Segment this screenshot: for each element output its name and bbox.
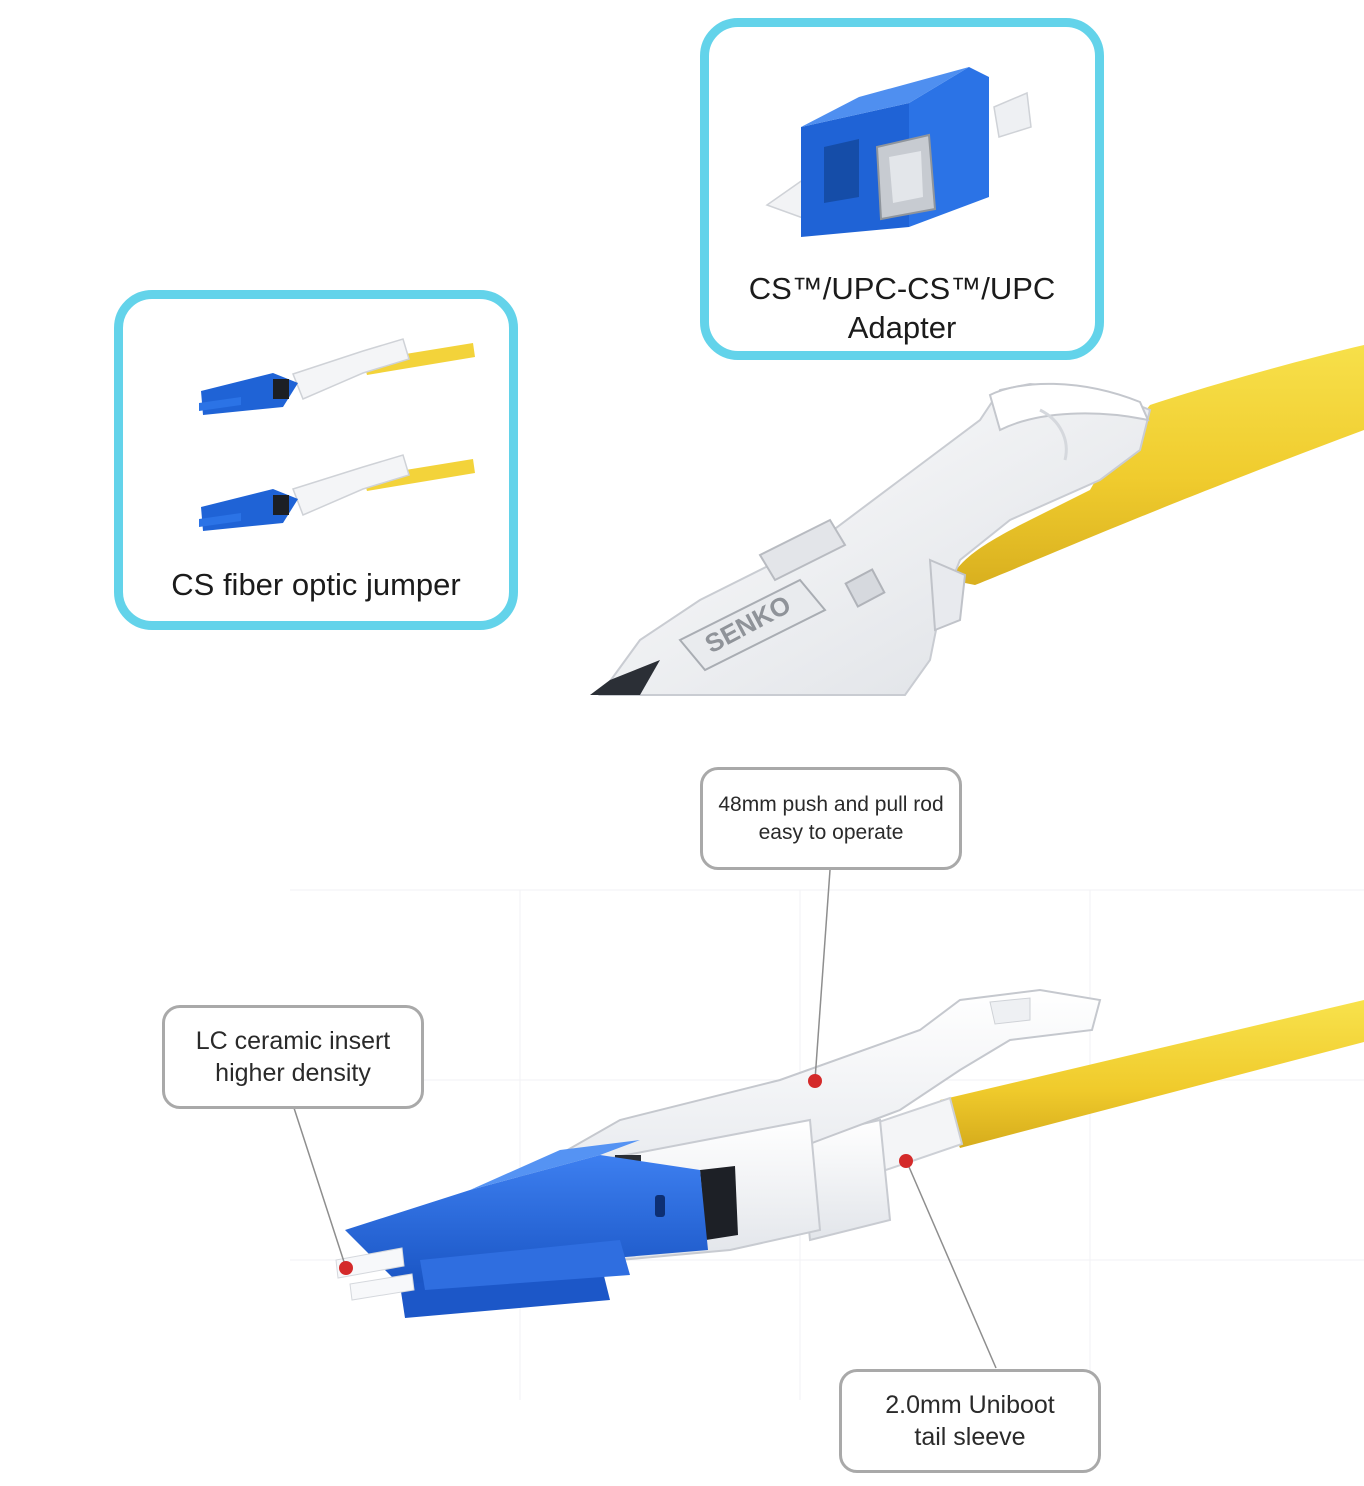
top-panel: SENKO CS™/UPC-CS™/UPC Adapter bbox=[0, 0, 1364, 700]
adapter-caption-line-1: CS™/UPC-CS™/UPC bbox=[748, 271, 1056, 306]
jumper-upper bbox=[199, 338, 475, 415]
leader-line-ceramic bbox=[293, 1107, 347, 1269]
marker-push-pull bbox=[808, 1074, 822, 1088]
adapter-caption: CS™/UPC-CS™/UPC Adapter bbox=[709, 269, 1095, 347]
marker-ceramic bbox=[339, 1261, 353, 1275]
bottom-panel: 48mm push and pull rod easy to operate L… bbox=[0, 700, 1364, 1486]
cs-connector-image bbox=[290, 869, 1364, 1400]
callout-uniboot-line-1: 2.0mm Uniboot bbox=[885, 1391, 1055, 1419]
callout-uniboot-line-2: tail sleeve bbox=[914, 1423, 1026, 1451]
callout-ceramic-line-1: LC ceramic insert bbox=[195, 1027, 391, 1055]
connector-closeup-image: SENKO bbox=[590, 345, 1364, 696]
callout-ceramic: LC ceramic insert higher density bbox=[162, 1005, 424, 1109]
callout-ceramic-line-2: higher density bbox=[215, 1059, 371, 1087]
callout-push-pull-line-1: 48mm push and pull rod bbox=[718, 792, 944, 816]
callout-push-pull: 48mm push and pull rod easy to operate bbox=[700, 767, 962, 870]
jumper-card[interactable]: CS fiber optic jumper bbox=[114, 290, 518, 630]
cs-jumper-image bbox=[199, 338, 475, 531]
jumper-caption-line-1: CS fiber optic jumper bbox=[171, 567, 461, 602]
adapter-card[interactable]: CS™/UPC-CS™/UPC Adapter bbox=[700, 18, 1104, 360]
marker-uniboot bbox=[899, 1154, 913, 1168]
adapter-caption-line-2: Adapter bbox=[847, 310, 957, 345]
callout-uniboot: 2.0mm Uniboot tail sleeve bbox=[839, 1369, 1101, 1473]
jumper-caption: CS fiber optic jumper bbox=[123, 565, 509, 604]
cs-adapter-image bbox=[765, 67, 1032, 237]
jumper-lower bbox=[199, 454, 475, 531]
leader-line-uniboot bbox=[905, 1159, 997, 1369]
callout-push-pull-line-2: easy to operate bbox=[758, 820, 904, 844]
leader-line-push-pull bbox=[814, 869, 831, 1081]
